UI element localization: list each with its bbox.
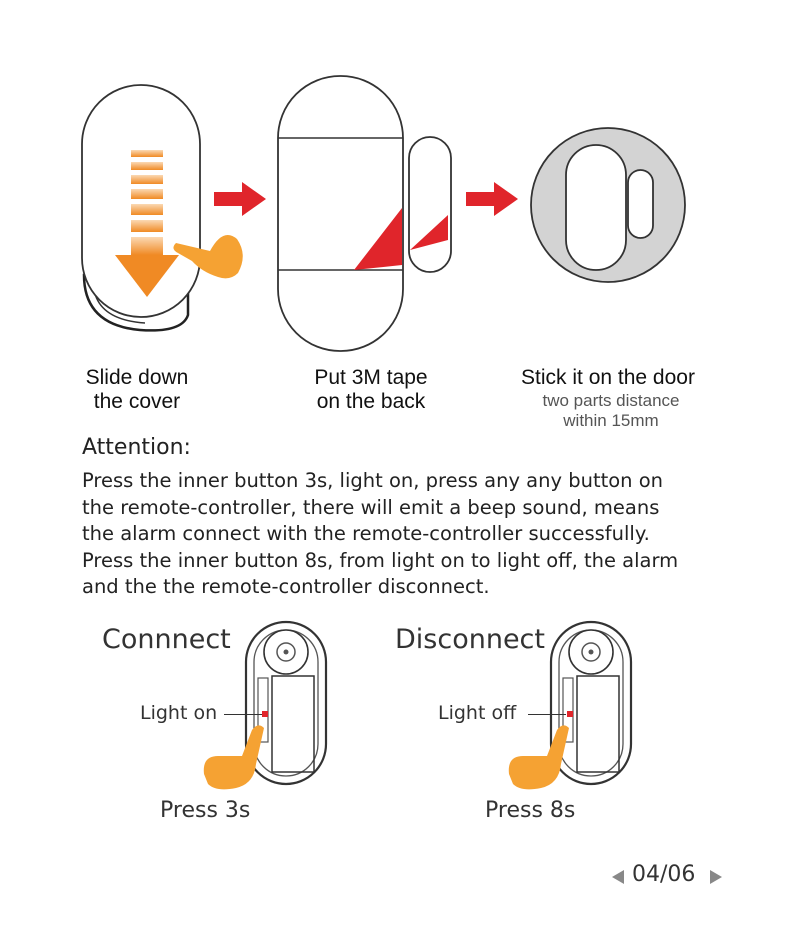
attention-line: Press the inner button 8s, from light on…: [82, 548, 679, 572]
step-3-line-1: Stick it on the door: [521, 366, 695, 389]
step-2-line-2: on the back: [316, 390, 426, 413]
disconnect-device-illustration: [549, 620, 633, 786]
arrow-right-icon: [466, 182, 518, 216]
step-3-note-line-2: within 15mm: [563, 411, 659, 430]
pagination: 04/06: [612, 862, 732, 892]
arrow-right-icon: [214, 182, 266, 216]
disconnect-title: Disconnect: [395, 624, 545, 655]
attention-line: and the the remote-controller disconnect…: [82, 575, 490, 598]
step-caption-1: Slide down the cover: [62, 366, 212, 414]
step-1-line-2: the cover: [93, 390, 181, 413]
step-3-note: two parts distance within 15mm: [498, 391, 724, 431]
next-page-icon[interactable]: [708, 870, 722, 884]
hand-press-icon: [203, 725, 264, 790]
attention-text: Press the inner button 3s, light on, pre…: [82, 468, 722, 601]
step-caption-2: Put 3M tape on the back: [290, 366, 452, 414]
light-on-leader-line: [224, 714, 262, 715]
step-3-note-line-1: two parts distance: [542, 391, 680, 410]
light-off-label: Light off: [438, 702, 517, 724]
prev-page-icon[interactable]: [612, 870, 626, 884]
attention-line: the alarm connect with the remote-contro…: [82, 522, 650, 545]
press-8s-label: Press 8s: [485, 798, 576, 823]
step-2-line-1: Put 3M tape: [314, 366, 428, 389]
step-caption-3: Stick it on the door: [498, 366, 718, 390]
page-number: 04/06: [632, 862, 696, 887]
sensor-tape-illustration: [277, 75, 452, 352]
attention-line: Press the inner button 3s, light on, pre…: [82, 469, 664, 492]
attention-title: Attention:: [82, 435, 191, 460]
hand-press-icon: [508, 725, 569, 790]
step-1-line-1: Slide down: [85, 366, 189, 389]
door-mount-illustration: [530, 127, 686, 283]
press-3s-label: Press 3s: [160, 798, 251, 823]
attention-line: the remote-controller, there will emit a…: [82, 495, 660, 519]
sensor-slide-illustration: [81, 84, 243, 332]
light-on-label: Light on: [140, 702, 218, 724]
connect-device-illustration: [244, 620, 328, 786]
light-off-leader-line: [528, 714, 566, 715]
connect-title: Connnect: [102, 624, 231, 655]
